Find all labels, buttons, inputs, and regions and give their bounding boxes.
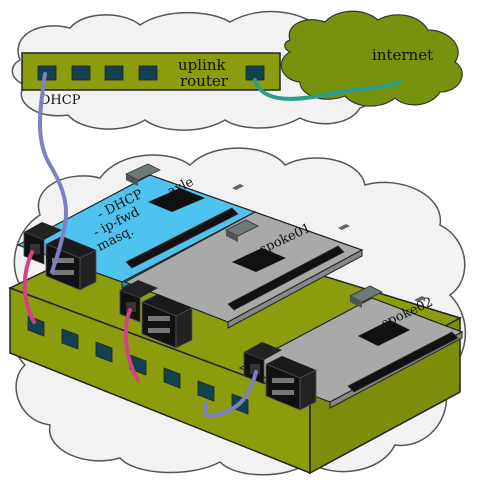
switch-port-6 [197, 380, 215, 402]
dhcp-uplink-cable [38, 72, 69, 274]
spoke01-board-edge [227, 249, 363, 329]
axle-to-switch-cable [22, 250, 36, 324]
spoke01-usb-stack-side [175, 307, 193, 349]
spoke01-to-switch-cable [123, 308, 140, 382]
spoke02-to-switch-cable [203, 370, 258, 419]
axle-usb-slot-1 [52, 258, 74, 263]
axle-ethernet-socket [30, 244, 40, 254]
spoke02-ports [243, 342, 317, 411]
axle-usb-slot-2 [52, 270, 74, 275]
spoke02-led [414, 296, 426, 302]
spoke02-usb-slot-1 [272, 378, 294, 383]
spoke02-network-chip-side [350, 296, 362, 308]
spoke02-usb-stack-side [299, 369, 317, 411]
axle-gpio-header [125, 207, 239, 269]
router-label-line2: router [180, 72, 229, 90]
spoke01-gpio-header [227, 245, 345, 311]
spoke02-soc-chip [358, 320, 410, 346]
spoke01-led [338, 224, 350, 230]
spoke01-usb-slot-1 [148, 316, 170, 321]
spoke01-usb-stack-top [142, 294, 192, 316]
switch-port-3 [95, 341, 113, 363]
spoke01-soc-chip [232, 248, 286, 272]
router-port-3 [104, 65, 124, 81]
spoke01-ethernet-socket [126, 302, 136, 312]
axle-usb-stack-side [79, 249, 97, 291]
internet-cloud [280, 10, 463, 107]
switch-port-2 [61, 328, 79, 350]
spoke02-usb-stack-top [266, 356, 316, 378]
axle-network-chip-side [126, 174, 138, 186]
router-label-line1: uplink [178, 56, 227, 74]
spoke01-network-chip-side [226, 230, 238, 242]
spoke01-ports [119, 280, 193, 349]
axle-usb-stack-top [46, 236, 96, 258]
axle-led [232, 184, 244, 190]
spoke02-ethernet-socket [250, 364, 260, 374]
uplink-cable [253, 78, 402, 101]
spoke02-gpio-header [347, 331, 459, 393]
axle-ports [23, 222, 97, 291]
dhcp-port-label: DHCP [40, 93, 81, 108]
spoke02-usb-slot-2 [272, 390, 294, 395]
router-port-1 [37, 65, 57, 81]
spoke01-usb-slot-2 [148, 328, 170, 333]
axle-soc-chip [148, 188, 205, 212]
internet-label: internet [372, 46, 433, 64]
router-port-2 [71, 65, 91, 81]
router-port-4 [138, 65, 158, 81]
switch-port-5 [163, 367, 181, 389]
router-uplink-port [245, 65, 265, 81]
